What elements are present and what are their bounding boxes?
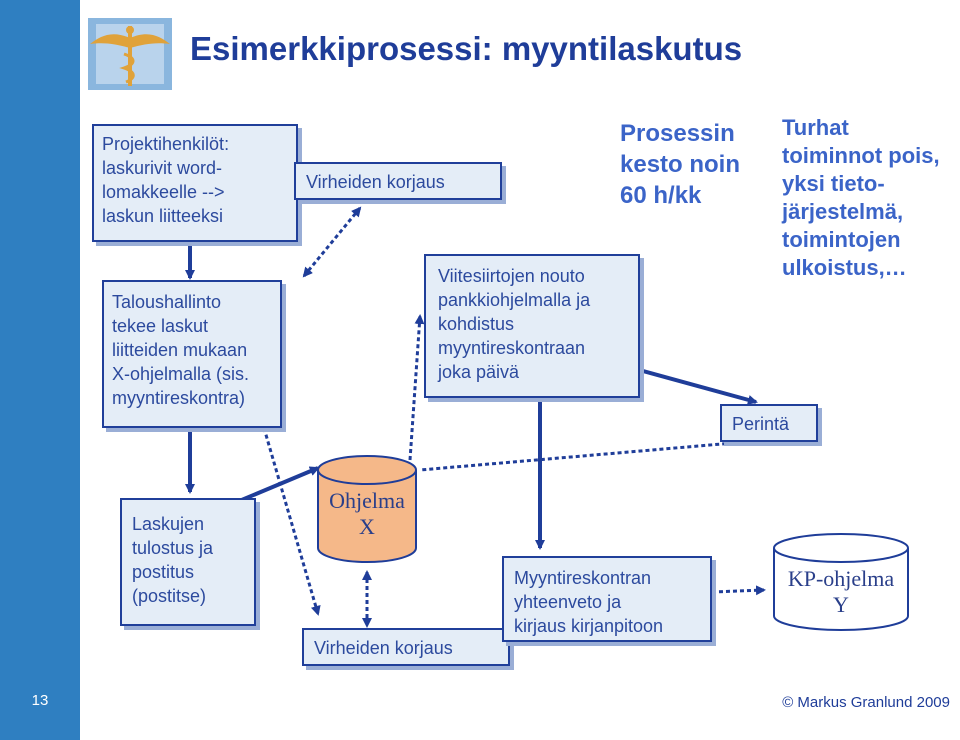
arrow-program-to-bank <box>408 314 425 461</box>
caduceus-icon <box>88 18 172 90</box>
improvements-note: Turhat toiminnot pois, yksi tieto- järje… <box>782 115 940 280</box>
box-collection: Perintä <box>720 404 818 442</box>
cylinder-program-x <box>317 455 417 563</box>
arrow-finance-to-fix-bottom <box>262 427 321 616</box>
copyright-text: © Markus Granlund 2009 <box>782 694 950 711</box>
box-finance: Taloushallinto tekee laskut liitteiden m… <box>102 280 282 428</box>
arrow-summary-to-kp <box>711 585 766 596</box>
box-print: Laskujen tulostus ja postitus (postitse) <box>120 498 256 626</box>
duration-note: Prosessin kesto noin 60 h/kk <box>620 120 741 209</box>
page-title: Esimerkkiprosessi: myyntilaskutus <box>190 30 743 67</box>
page-number: 13 <box>31 692 49 709</box>
cylinder-program-kp <box>773 533 909 631</box>
arrow-finance-to-fix-top <box>302 206 362 278</box>
box-fix-top: Virheiden korjaus <box>294 162 502 200</box>
arrow-collection-to-program <box>419 435 770 472</box>
box-bank: Viitesiirtojen nouto pankkiohjelmalla ja… <box>424 254 640 398</box>
box-fix-bottom: Virheiden korjaus <box>302 628 510 666</box>
program-kp-label: KP-ohjelma Y <box>787 566 895 617</box>
box-personnel: Projektihenkilöt: laskurivit word- lomak… <box>92 124 298 242</box>
box-summary: Myyntireskontran yhteenveto ja kirjaus k… <box>502 556 712 642</box>
sidebar-bar <box>0 0 80 740</box>
program-x-label: Ohjelma X <box>329 488 405 539</box>
